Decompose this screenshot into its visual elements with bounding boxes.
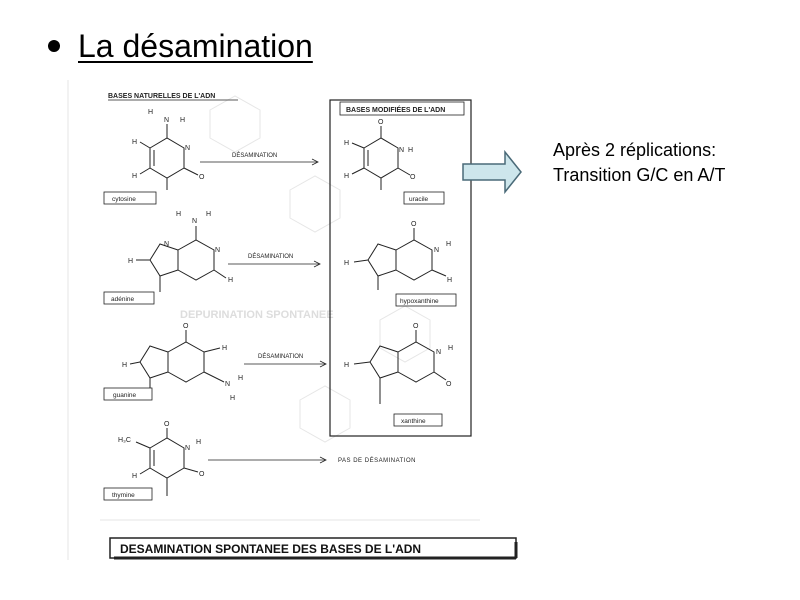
svg-text:H: H — [448, 345, 453, 352]
svg-text:H: H — [408, 147, 413, 154]
svg-text:O: O — [199, 174, 205, 181]
svg-text:H: H — [122, 362, 127, 369]
modified-bases-box — [329, 99, 472, 437]
svg-text:N: N — [225, 381, 230, 388]
svg-text:N: N — [185, 145, 190, 152]
guanine-reaction-label: DÉSAMINATION — [258, 353, 303, 360]
svg-text:H: H — [222, 345, 227, 352]
cytosine-reaction-label: DÉSAMINATION — [232, 152, 277, 159]
svg-text:O: O — [410, 174, 416, 181]
svg-text:H: H — [132, 139, 137, 146]
guanine-structure — [129, 330, 225, 392]
adenine-label: adénine — [111, 296, 135, 303]
slide-title: La désamination — [78, 28, 313, 64]
svg-text:H: H — [344, 140, 349, 147]
svg-text:N: N — [434, 247, 439, 254]
ghost-text: DEPURINATION SPONTANEE — [180, 309, 334, 321]
hypoxanthine-label: hypoxanthine — [400, 298, 439, 305]
svg-text:H: H — [228, 277, 233, 284]
uracile-label-box — [403, 191, 445, 205]
svg-text:O: O — [411, 221, 417, 228]
adenine-atoms: N H H N H H N — [128, 211, 233, 284]
svg-text:H: H — [344, 362, 349, 369]
thymine-methyl: H₃C — [118, 437, 131, 444]
xanthine-label: xanthine — [401, 418, 426, 425]
svg-text:H: H — [128, 258, 133, 265]
guanine-label: guanine — [113, 392, 137, 399]
thymine-atoms: ONH OH — [132, 421, 205, 480]
adenine-label-box — [103, 291, 155, 305]
svg-text:H: H — [176, 211, 181, 218]
thymine-label: thymine — [112, 492, 135, 499]
svg-text:O: O — [199, 471, 205, 478]
svg-text:O: O — [183, 323, 189, 330]
svg-text:H: H — [447, 277, 452, 284]
svg-text:H: H — [180, 117, 185, 124]
svg-text:O: O — [413, 323, 419, 330]
svg-text:O: O — [164, 421, 170, 428]
right-header: BASES MODIFIÉES DE L'ADN — [346, 105, 445, 114]
svg-text:H: H — [344, 173, 349, 180]
cytosine-label: cytosine — [112, 196, 136, 203]
svg-text:H: H — [344, 260, 349, 267]
svg-text:H: H — [230, 395, 235, 402]
thymine-label-box — [103, 487, 153, 501]
thymine-reaction-label: PAS DE DÉSAMINATION — [338, 457, 416, 464]
adenine-structure — [136, 226, 227, 292]
svg-text:O: O — [378, 119, 384, 126]
replication-note: Après 2 réplications: Transition G/C en … — [553, 138, 725, 188]
hypoxanthine-atoms: ONH HH — [344, 221, 452, 284]
note-line-2: Transition G/C en A/T — [553, 165, 726, 185]
svg-text:H: H — [132, 473, 137, 480]
svg-text:N: N — [399, 147, 404, 154]
hypoxanthine-label-box — [395, 293, 457, 307]
note-line-1: Après 2 réplications: — [553, 140, 717, 160]
svg-text:H: H — [148, 109, 153, 116]
right-header-frame — [339, 101, 465, 116]
svg-text:N: N — [192, 218, 197, 225]
svg-text:H: H — [446, 241, 451, 248]
right-arrow-icon — [462, 149, 522, 195]
xanthine-label-box — [393, 413, 443, 427]
background-traces — [67, 80, 480, 560]
cytosine-label-box — [103, 191, 157, 205]
thymine-structure — [135, 428, 199, 496]
svg-text:H: H — [132, 173, 137, 180]
uracile-label: uracile — [409, 196, 429, 203]
adenine-reaction-label: DÉSAMINATION — [248, 253, 293, 260]
cytosine-atoms: N H H N O H H — [132, 109, 205, 181]
svg-text:N: N — [436, 349, 441, 356]
guanine-label-box — [103, 387, 153, 401]
svg-text:H: H — [206, 211, 211, 218]
left-header: BASES NATURELLES DE L'ADN — [108, 93, 215, 100]
xanthine-atoms: ONH OH — [344, 323, 453, 388]
svg-text:H: H — [196, 439, 201, 446]
uracile-structure — [351, 126, 411, 190]
svg-text:N: N — [164, 241, 169, 248]
svg-text:N: N — [215, 247, 220, 254]
cytosine-structure — [139, 124, 199, 190]
svg-text:N: N — [164, 117, 169, 124]
guanine-atoms: OHN HHH — [122, 323, 243, 402]
hypoxanthine-structure — [353, 228, 447, 290]
svg-text:H: H — [238, 375, 243, 382]
figure-caption: DESAMINATION SPONTANEE DES BASES DE L'AD… — [120, 542, 421, 556]
xanthine-structure — [353, 330, 447, 404]
svg-text:N: N — [185, 445, 190, 452]
bullet-icon — [48, 40, 60, 52]
svg-text:O: O — [446, 381, 452, 388]
